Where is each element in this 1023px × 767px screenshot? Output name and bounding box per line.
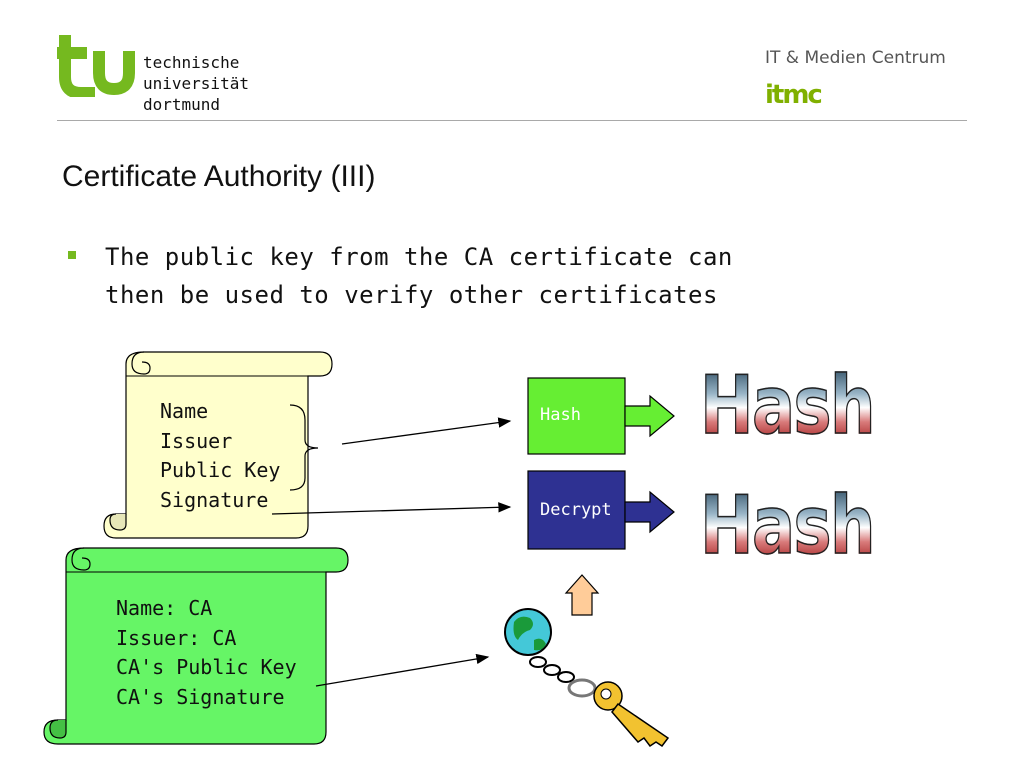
- tu-logo-icon: [57, 35, 135, 97]
- itmc-name: IT & Medien Centrum: [765, 48, 946, 68]
- right-arrow-icon: [624, 490, 675, 534]
- connector-arrow: [341, 417, 512, 445]
- ca-certificate-fields: Name: CA Issuer: CA CA's Public Key CA's…: [116, 594, 297, 712]
- bullet-text-line: The public key from the CA certificate c…: [105, 243, 733, 271]
- ca-certificate-scroll: [43, 547, 349, 745]
- itmc-logo: itmc: [765, 80, 823, 110]
- university-line: technische: [143, 53, 240, 72]
- ca-certificate-field: CA's Public Key: [116, 655, 297, 679]
- university-line: dortmund: [143, 95, 221, 114]
- ca-certificate-field: Issuer: CA: [116, 625, 237, 650]
- university-line: universität: [143, 74, 249, 93]
- hash-wordart: Hash: [699, 359, 876, 452]
- certificate-fields: Name Issuer Public Key Signature: [160, 397, 280, 515]
- right-arrow-icon: [624, 394, 675, 438]
- hash-box: [527, 377, 626, 455]
- ca-certificate-field: CA's Signature: [116, 684, 285, 709]
- key-with-globe-icon: [504, 608, 670, 748]
- hash-box-label: Hash: [540, 405, 581, 425]
- decrypt-box-label: Decrypt: [540, 500, 612, 520]
- connector-arrow: [271, 502, 512, 515]
- certificate-field: Public Key: [160, 458, 281, 482]
- hash-wordart: Hash: [699, 479, 876, 572]
- university-name: technische universität dortmund: [143, 52, 249, 115]
- certificate-scroll: [103, 351, 333, 539]
- slide-title: Certificate Authority (III): [62, 160, 376, 193]
- certificate-field: Name: [160, 399, 209, 423]
- certificate-field: Signature: [160, 487, 269, 512]
- certificate-field: Issuer: [160, 428, 233, 453]
- up-arrow-icon: [564, 574, 600, 616]
- ca-certificate-field: Name: CA: [116, 596, 213, 620]
- bullet-marker: [68, 251, 76, 259]
- header-divider: [57, 120, 967, 121]
- bullet-text-line: then be used to verify other certificate…: [105, 281, 718, 309]
- connector-arrow: [315, 653, 490, 687]
- decrypt-box: [527, 470, 626, 550]
